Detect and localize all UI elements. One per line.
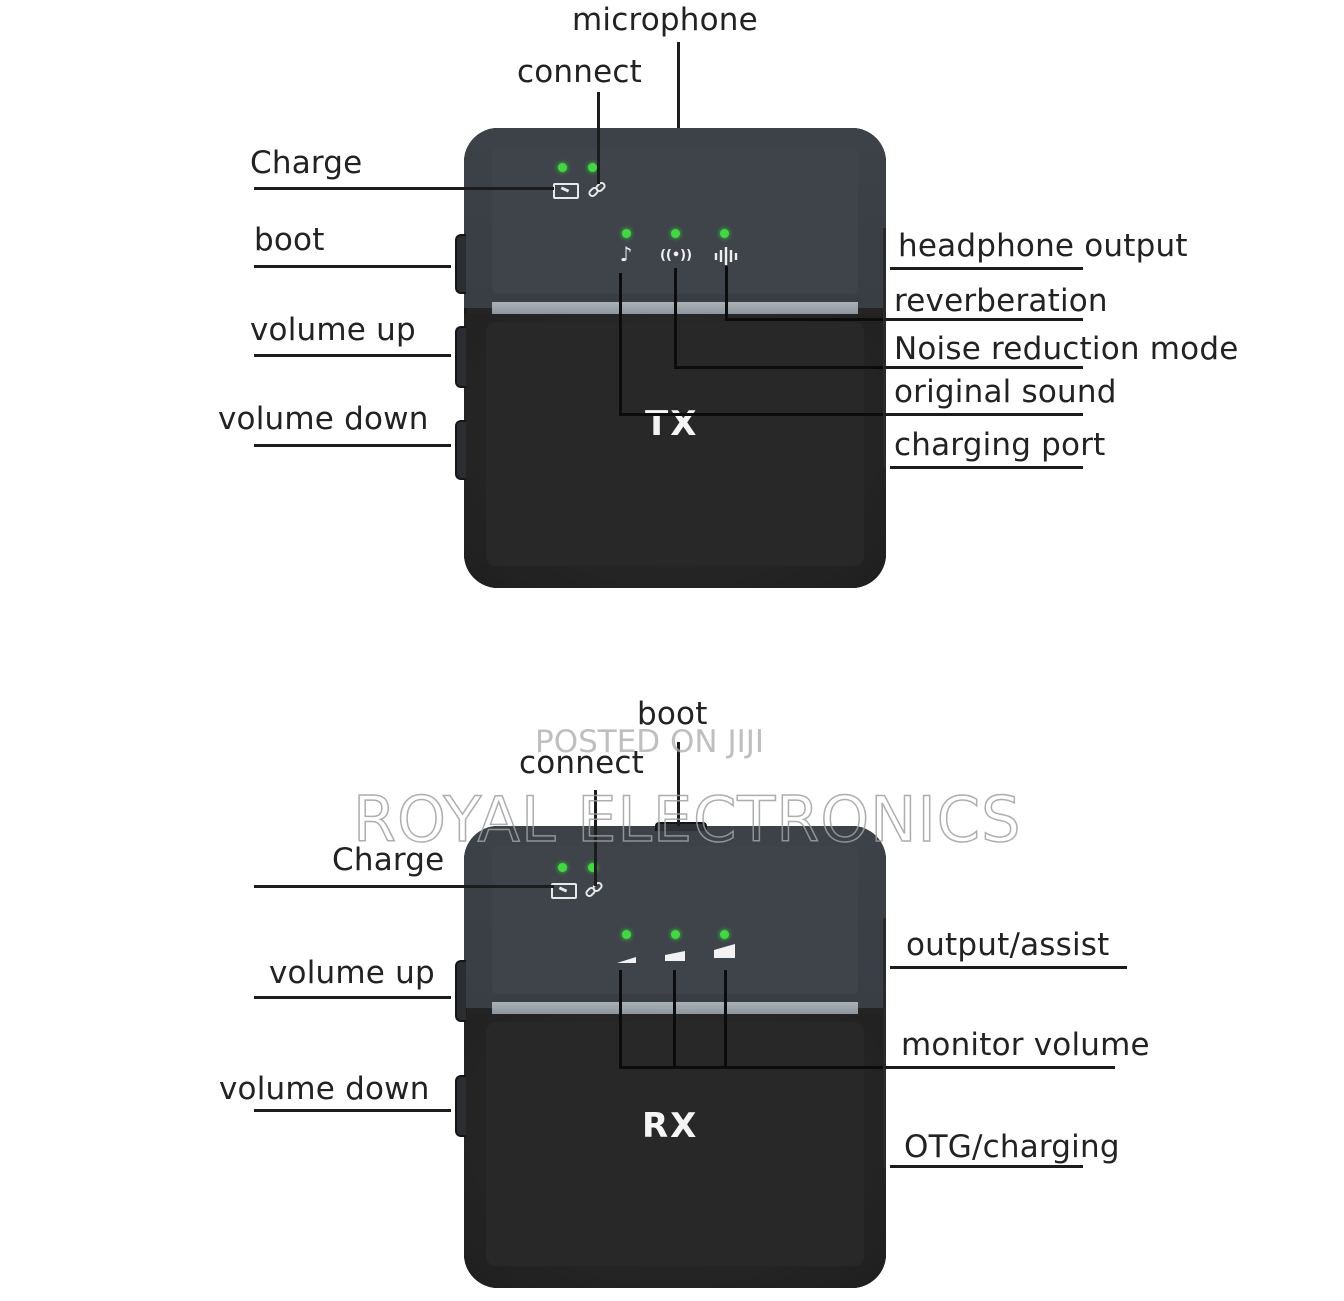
tx-original-sound-led — [622, 229, 631, 238]
rx-leader-volume-down — [254, 1109, 451, 1112]
volume-level-3-icon — [714, 944, 736, 959]
rx-lower-panel — [464, 1014, 886, 1288]
rx-leader-level-3 — [724, 970, 727, 1068]
tx-leader-reverb — [725, 266, 728, 320]
rx-volume-down-button[interactable] — [455, 1075, 466, 1137]
tx-label-volume-down: volume down — [218, 401, 429, 437]
tx-leader-charge — [254, 187, 554, 190]
tx-right-divider — [883, 228, 886, 468]
tx-leader-microphone — [677, 42, 680, 128]
tx-label-original-sound: original sound — [894, 374, 1117, 410]
tx-label-reverberation: reverberation — [894, 283, 1108, 319]
rx-connect-led — [588, 863, 597, 872]
tx-reverberation-led — [720, 229, 729, 238]
battery-charge-icon — [551, 883, 577, 899]
rx-boot-button[interactable] — [655, 822, 707, 831]
tx-leader-connect — [597, 92, 600, 184]
tx-leader-boot — [254, 265, 451, 268]
tx-leader-headphone-output — [890, 267, 1083, 270]
rx-device-body — [464, 826, 886, 1288]
tx-device-body — [464, 128, 886, 588]
rx-label-output-assist: output/assist — [906, 927, 1110, 963]
rx-leader-output-assist — [890, 966, 1127, 969]
tx-leader-charging-port — [890, 466, 1083, 469]
tx-label-boot: boot — [254, 222, 325, 258]
tx-leader-original-sound-out — [885, 413, 1083, 416]
rx-leader-connect — [594, 790, 597, 886]
rx-label-connect: connect — [519, 745, 644, 781]
tx-top-panel — [464, 128, 886, 308]
tx-label-microphone: microphone — [572, 2, 758, 38]
tx-leader-original-sound — [619, 273, 622, 415]
rx-charge-led — [558, 863, 567, 872]
tx-leader-volume-up — [254, 354, 451, 357]
rx-volume-up-button[interactable] — [455, 960, 466, 1022]
tx-label-noise-reduction: Noise reduction mode — [894, 331, 1239, 367]
tx-label-volume-up: volume up — [250, 312, 416, 348]
rx-top-panel — [464, 826, 886, 1008]
link-icon — [587, 180, 607, 200]
rx-label-monitor-volume: monitor volume — [901, 1027, 1150, 1063]
rx-label-boot: boot — [637, 696, 708, 732]
tx-boot-button[interactable] — [455, 234, 466, 294]
tx-charge-led — [558, 163, 567, 172]
tx-device-label: TX — [645, 404, 699, 444]
rx-leader-volume-up — [254, 996, 451, 999]
battery-charge-icon — [553, 183, 579, 199]
rx-label-volume-down: volume down — [219, 1071, 430, 1107]
rx-level-3-led — [720, 930, 729, 939]
rx-leader-level-2 — [673, 970, 676, 1068]
rx-label-otg-charging: OTG/charging — [904, 1129, 1120, 1165]
watermark-store-name: ROYAL ELECTRONICS — [352, 782, 1022, 857]
rx-leader-monitor-volume — [885, 1066, 1115, 1069]
tx-connect-led — [588, 163, 597, 172]
tx-leader-noise-reduction-h — [674, 366, 885, 369]
tx-leader-noise-reduction-out — [885, 366, 1083, 369]
tx-noise-reduction-led — [671, 229, 680, 238]
tx-leader-original-sound-h — [619, 413, 885, 416]
tx-label-charge: Charge — [250, 145, 363, 181]
rx-leader-charge — [254, 885, 554, 888]
rx-level-1-led — [622, 930, 631, 939]
music-note-icon: ♪ — [619, 242, 633, 266]
rx-leader-level-1 — [619, 970, 622, 1068]
tx-leader-volume-down — [254, 444, 451, 447]
tx-label-headphone-output: headphone output — [898, 228, 1188, 264]
rx-right-divider — [883, 918, 886, 1168]
watermark-posted-on: POSTED ON JIJI — [535, 724, 765, 760]
rx-label-charge: Charge — [332, 842, 445, 878]
tx-leader-noise-reduction — [674, 268, 677, 368]
tx-label-connect: connect — [517, 54, 642, 90]
broadcast-icon: ((•)) — [659, 248, 693, 263]
rx-leader-boot — [677, 742, 680, 826]
rx-level-2-led — [671, 930, 680, 939]
tx-volume-up-button[interactable] — [455, 326, 466, 388]
volume-level-1-icon — [617, 949, 637, 963]
volume-level-2-icon — [665, 947, 686, 961]
tx-leader-reverb-h — [725, 318, 885, 321]
rx-leader-otg-charging — [890, 1165, 1083, 1168]
tx-label-charging-port: charging port — [894, 427, 1106, 463]
rx-device-label: RX — [642, 1106, 699, 1146]
rx-leader-levels-h — [619, 1066, 885, 1069]
rx-top-panel-inner — [492, 846, 858, 994]
tx-leader-reverberation — [885, 318, 1083, 321]
rx-label-volume-up: volume up — [269, 955, 435, 991]
sound-wave-icon — [714, 247, 740, 265]
tx-volume-down-button[interactable] — [455, 420, 466, 480]
